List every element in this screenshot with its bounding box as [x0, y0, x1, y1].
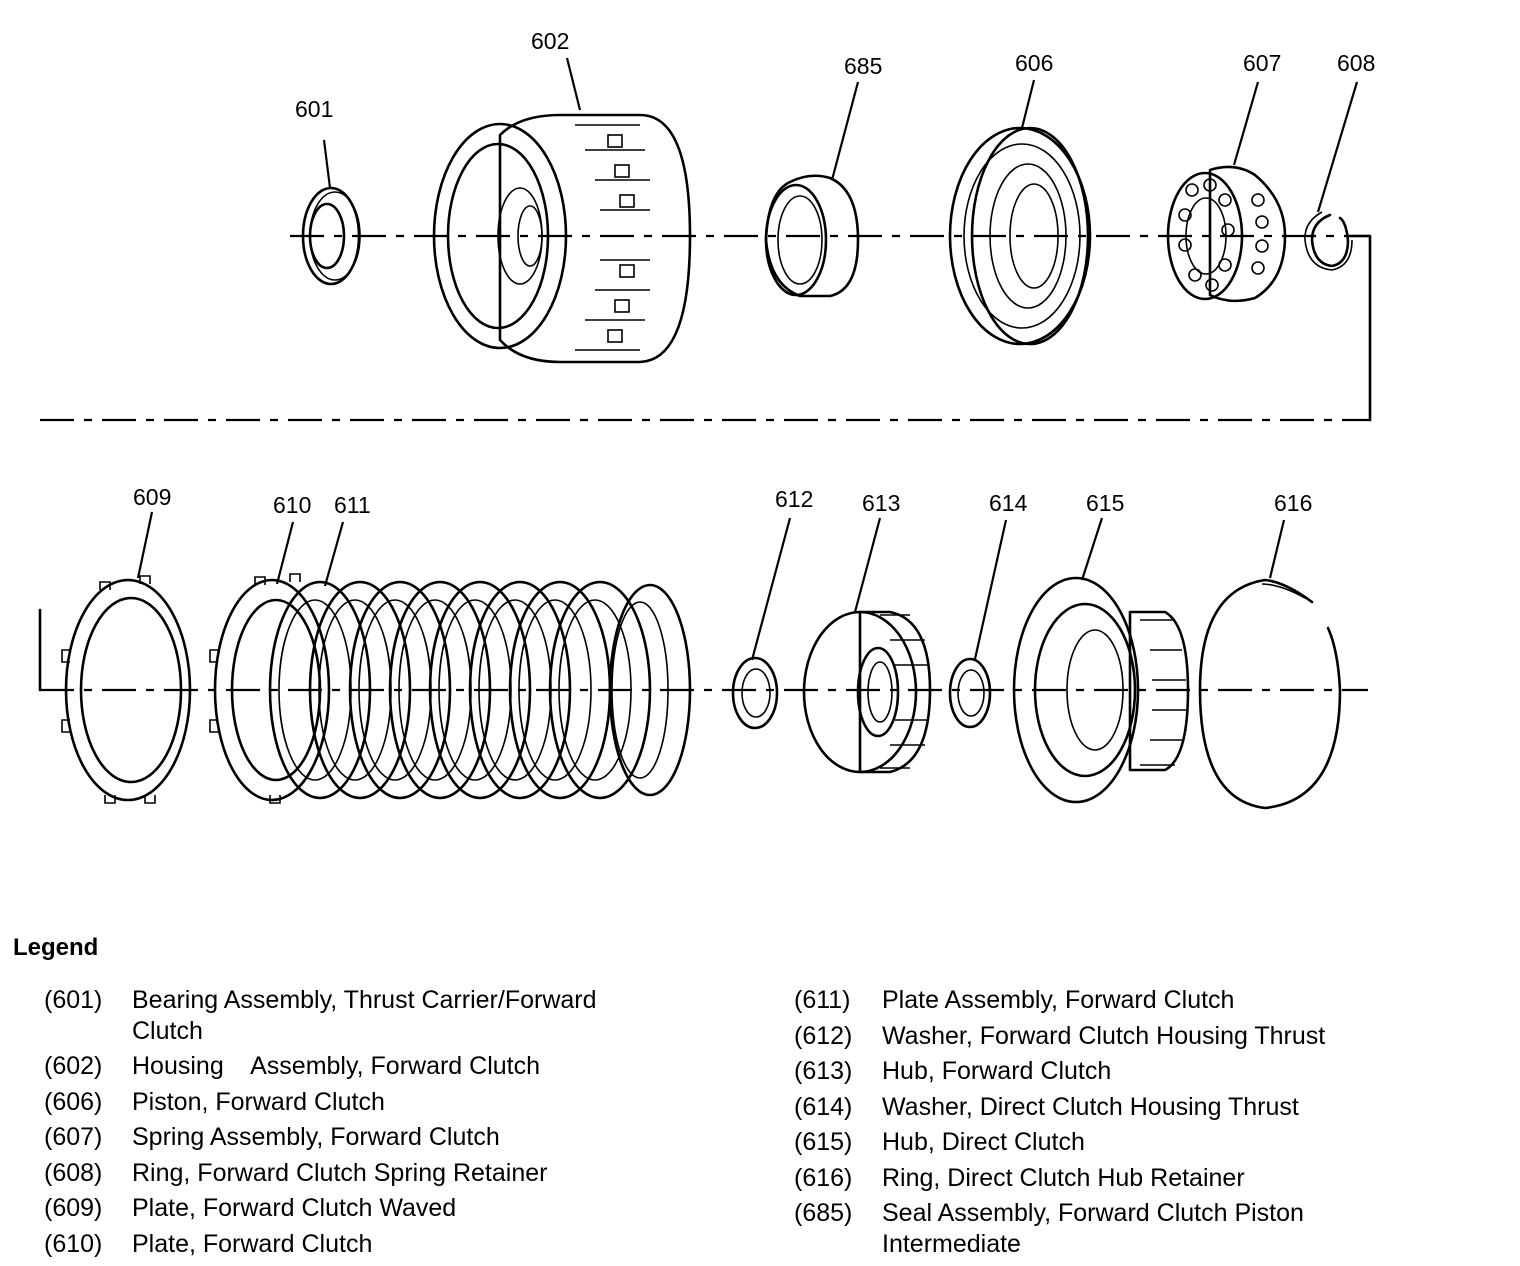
callout-615: 615: [1086, 490, 1124, 516]
legend-item: (609) Plate, Forward Clutch Waved: [44, 1193, 744, 1224]
legend-item: (616) Ring, Direct Clutch Hub Retainer: [794, 1163, 1494, 1194]
callout-601: 601: [295, 96, 333, 122]
legend-description: Piston, Forward Clutch: [132, 1087, 385, 1116]
part-613-hub: [802, 610, 932, 774]
callout-611: 611: [334, 492, 371, 518]
legend-code: (616): [794, 1163, 853, 1192]
top-centerline: [40, 234, 1372, 422]
part-614-washer: [948, 657, 992, 729]
legend-code: (601): [44, 986, 103, 1014]
exploded-view-diagram: 601 602 685 606 607 608 609 610 611 612 …: [38, 28, 1375, 810]
legend-title: Legend: [13, 934, 99, 961]
bottom-leader-lines: [136, 511, 1286, 661]
legend-item: (606) Piston, Forward Clutch: [44, 1087, 744, 1118]
bottom-centerline: [38, 608, 1368, 692]
part-612-washer: [731, 656, 779, 730]
callout-608: 608: [1337, 50, 1375, 76]
part-601-bearing: [301, 186, 361, 286]
legend-item: (608) Ring, Forward Clutch Spring Retaine…: [44, 1158, 744, 1189]
legend-item: (612) Washer, Forward Clutch Housing Thru…: [794, 1021, 1494, 1052]
legend-code: (685): [794, 1199, 853, 1227]
legend-item: (610) Plate, Forward Clutch: [44, 1229, 744, 1260]
legend-code: (606): [44, 1087, 103, 1116]
legend-description: Hub, Direct Clutch: [882, 1128, 1085, 1156]
callout-613: 613: [862, 490, 900, 516]
legend-item: (602) Housing Assembly, Forward Clutch: [44, 1051, 744, 1082]
part-616-retainer-ring: [1198, 578, 1342, 810]
callout-616: 616: [1274, 490, 1312, 516]
legend-description: Housing Assembly, Forward Clutch: [132, 1052, 541, 1080]
legend-description: Ring, Forward Clutch Spring Retainer: [132, 1158, 548, 1187]
part-685-seal: [764, 174, 860, 298]
callout-610: 610: [273, 492, 311, 518]
callout-labels: 601 602 685 606 607 608 609 610 611 612 …: [133, 28, 1375, 518]
legend-description: Washer, Direct Clutch Housing Thrust: [882, 1092, 1299, 1121]
callout-614: 614: [989, 490, 1028, 516]
callout-606: 606: [1015, 50, 1053, 76]
legend-description: Washer, Forward Clutch Housing Thrust: [882, 1021, 1326, 1050]
legend-item: (607) Spring Assembly, Forward Clutch: [44, 1122, 744, 1153]
legend-description: Plate, Forward Clutch Waved: [132, 1194, 457, 1222]
part-602-housing: [432, 113, 692, 364]
legend-code: (608): [44, 1158, 103, 1187]
legend-description: Plate Assembly, Forward Clutch: [882, 986, 1235, 1014]
legend-description: Hub, Forward Clutch: [882, 1057, 1112, 1085]
legend-item: (685) Seal Assembly, Forward Clutch Pisto…: [794, 1198, 1494, 1259]
part-606-piston: [948, 126, 1092, 346]
legend-code: (612): [794, 1021, 853, 1050]
legend-code: (610): [44, 1229, 103, 1258]
legend-description: Plate, Forward Clutch: [132, 1229, 373, 1258]
legend-item: (614) Washer, Direct Clutch Housing Thrus…: [794, 1092, 1494, 1123]
legend-column-left: (601) Bearing Assembly, Thrust Carrier/Fo…: [44, 985, 744, 1264]
legend-item: (613) Hub, Forward Clutch: [794, 1056, 1494, 1087]
legend-column-right: (611) Plate Assembly, Forward Clutch (612…: [794, 985, 1494, 1264]
part-615-hub: [1012, 576, 1190, 804]
legend-description: Seal Assembly, Forward Clutch Piston Int…: [882, 1199, 1311, 1258]
callout-609: 609: [133, 484, 171, 510]
legend-code: (613): [794, 1057, 853, 1085]
legend-description: Bearing Assembly, Thrust Carrier/Forward…: [132, 986, 604, 1045]
part-608-retainer-ring: [1304, 211, 1353, 271]
legend-code: (607): [44, 1123, 103, 1151]
legend-item: (601) Bearing Assembly, Thrust Carrier/Fo…: [44, 985, 744, 1046]
legend-code: (609): [44, 1194, 103, 1222]
legend-code: (614): [794, 1092, 853, 1121]
callout-685: 685: [844, 53, 882, 79]
part-607-spring-assembly: [1166, 165, 1287, 303]
callout-607: 607: [1243, 50, 1281, 76]
top-leader-lines: [322, 57, 1359, 213]
legend-code: (602): [44, 1052, 103, 1080]
part-610-611-clutch-pack: [209, 573, 692, 804]
callout-612: 612: [775, 486, 813, 512]
part-609-waved-plate: [61, 575, 192, 804]
legend-code: (611): [794, 986, 851, 1014]
legend-item: (611) Plate Assembly, Forward Clutch: [794, 985, 1494, 1016]
legend-description: Ring, Direct Clutch Hub Retainer: [882, 1163, 1245, 1192]
legend-item: (615) Hub, Direct Clutch: [794, 1127, 1494, 1158]
callout-602: 602: [531, 28, 569, 54]
legend-code: (615): [794, 1128, 853, 1156]
legend-description: Spring Assembly, Forward Clutch: [132, 1123, 500, 1151]
